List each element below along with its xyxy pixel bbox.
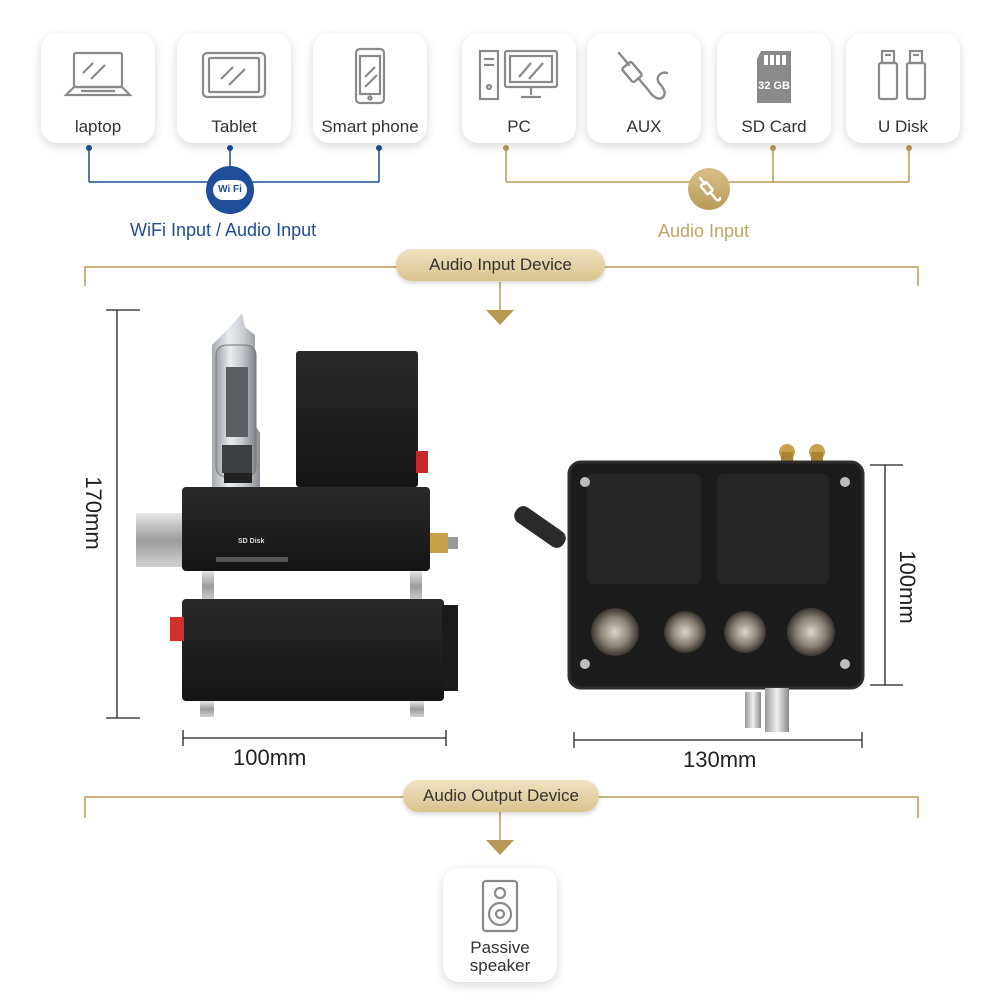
knob xyxy=(745,692,761,728)
device-label: SD Card xyxy=(741,117,807,136)
amplifier-top-view xyxy=(514,444,865,732)
standoff-post xyxy=(410,571,422,601)
pc-icon xyxy=(478,49,559,101)
usb-disk-icon xyxy=(877,49,927,101)
device-label: Tablet xyxy=(211,117,257,136)
speaker-icon xyxy=(481,879,519,933)
audio-input-caption: Audio Input xyxy=(658,221,750,241)
sd-card-icon: 32 GB xyxy=(757,51,791,103)
audio-input-device-pill: Audio Input Device xyxy=(396,249,605,281)
amplifier-side-view: SD Disk xyxy=(136,313,458,717)
down-arrow-output xyxy=(486,840,514,855)
laptop-icon xyxy=(63,51,133,97)
device-label: U Disk xyxy=(877,117,929,136)
down-arrow-input xyxy=(486,310,514,325)
vacuum-tube xyxy=(212,313,260,487)
device-card-aux[interactable]: AUX xyxy=(587,33,701,143)
lower-chassis xyxy=(182,599,444,701)
top-depth-dimension: 100mm xyxy=(895,550,920,624)
knob xyxy=(765,688,789,732)
side-width-dimension: 100mm xyxy=(233,745,307,770)
foot xyxy=(410,701,424,717)
height-dimension: 170mm xyxy=(81,476,106,550)
rca-jack xyxy=(430,533,448,553)
device-card-tablet[interactable]: Tablet xyxy=(177,33,291,143)
output-label-line1: Passive xyxy=(470,938,530,957)
wifi-icon: Wi Fi xyxy=(213,180,247,200)
wifi-antenna xyxy=(514,506,566,548)
standoff-post xyxy=(202,571,214,601)
aux-cable-icon xyxy=(617,51,669,100)
upper-chassis xyxy=(182,487,430,571)
tube-row xyxy=(591,608,835,656)
power-switch xyxy=(170,617,184,641)
wifi-badge: Wi Fi xyxy=(206,166,254,214)
audio-input-badge xyxy=(688,168,730,210)
rca-jack-tip xyxy=(448,537,458,549)
device-label: Smart phone xyxy=(321,117,419,136)
top-width-dimension: 130mm xyxy=(683,747,757,772)
device-card-smartphone[interactable]: Smart phone xyxy=(313,33,427,143)
device-label: PC xyxy=(507,117,531,136)
transformer-right xyxy=(717,474,829,584)
aux-plug-icon xyxy=(698,176,722,202)
tablet-icon xyxy=(201,51,267,99)
audio-output-device-pill: Audio Output Device xyxy=(403,780,599,812)
smartphone-icon xyxy=(354,47,386,105)
device-card-u-disk[interactable]: U Disk xyxy=(846,33,960,143)
device-label: laptop xyxy=(74,117,122,136)
output-card-passive-speaker[interactable]: Passive speaker xyxy=(443,868,557,982)
transformer-left xyxy=(587,474,701,584)
red-terminal xyxy=(416,451,428,473)
device-card-laptop[interactable]: laptop xyxy=(41,33,155,143)
volume-knob xyxy=(136,513,182,567)
sd-slot-label: SD Disk xyxy=(238,538,265,545)
foot xyxy=(200,701,214,717)
device-card-pc[interactable]: PC xyxy=(462,33,576,143)
transformer-cover xyxy=(296,351,418,487)
device-label: AUX xyxy=(626,117,662,136)
sd-card-slot xyxy=(216,557,288,562)
output-label-line2: speaker xyxy=(469,956,531,975)
sd-capacity-text: 32 GB xyxy=(758,80,790,92)
wifi-caption: WiFi Input / Audio Input xyxy=(130,220,317,240)
device-card-sd-card[interactable]: 32 GB SD Card xyxy=(717,33,831,143)
side-panel xyxy=(442,605,458,691)
